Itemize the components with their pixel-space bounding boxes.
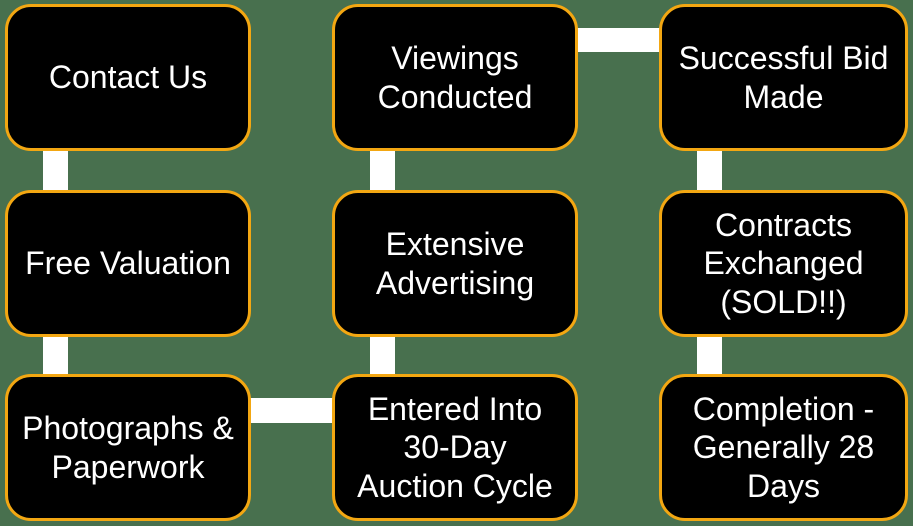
flow-step-label: Successful Bid Made xyxy=(678,40,889,115)
flow-step-label: Free Valuation xyxy=(25,245,231,282)
flow-step-label: Photographs & Paperwork xyxy=(22,410,234,485)
flow-step-viewings-conducted: Viewings Conducted xyxy=(332,4,578,151)
connector-entered-to-advertising xyxy=(370,331,395,380)
flow-step-free-valuation: Free Valuation xyxy=(5,190,251,337)
flow-step-label: Completion - Generally 28 Days xyxy=(692,391,875,504)
flow-step-contracts-exchanged: Contracts Exchanged (SOLD!!) xyxy=(659,190,908,337)
flow-step-entered-auction-cycle: Entered Into 30-Day Auction Cycle xyxy=(332,374,578,521)
connector-bid-to-contracts xyxy=(697,146,722,195)
connector-photographs-to-entered xyxy=(246,398,337,423)
flow-step-completion-28-days: Completion - Generally 28 Days xyxy=(659,374,908,521)
flow-step-label: Entered Into 30-Day Auction Cycle xyxy=(357,391,553,504)
flow-step-label: Contact Us xyxy=(48,59,208,96)
flow-step-extensive-advertising: Extensive Advertising xyxy=(332,190,578,337)
flow-step-label: Extensive Advertising xyxy=(375,226,535,301)
flow-step-photographs-paperwork: Photographs & Paperwork xyxy=(5,374,251,521)
connector-valuation-to-photographs xyxy=(43,331,68,380)
flow-step-contact-us: Contact Us xyxy=(5,4,251,151)
connector-advertising-to-viewings xyxy=(370,146,395,195)
flow-step-label: Viewings Conducted xyxy=(377,40,533,115)
connector-contact-to-valuation xyxy=(43,146,68,195)
connector-contracts-to-completion xyxy=(697,331,722,380)
flow-step-successful-bid-made: Successful Bid Made xyxy=(659,4,908,151)
flow-step-label: Contracts Exchanged (SOLD!!) xyxy=(703,207,864,320)
connector-viewings-to-bid xyxy=(571,28,664,52)
